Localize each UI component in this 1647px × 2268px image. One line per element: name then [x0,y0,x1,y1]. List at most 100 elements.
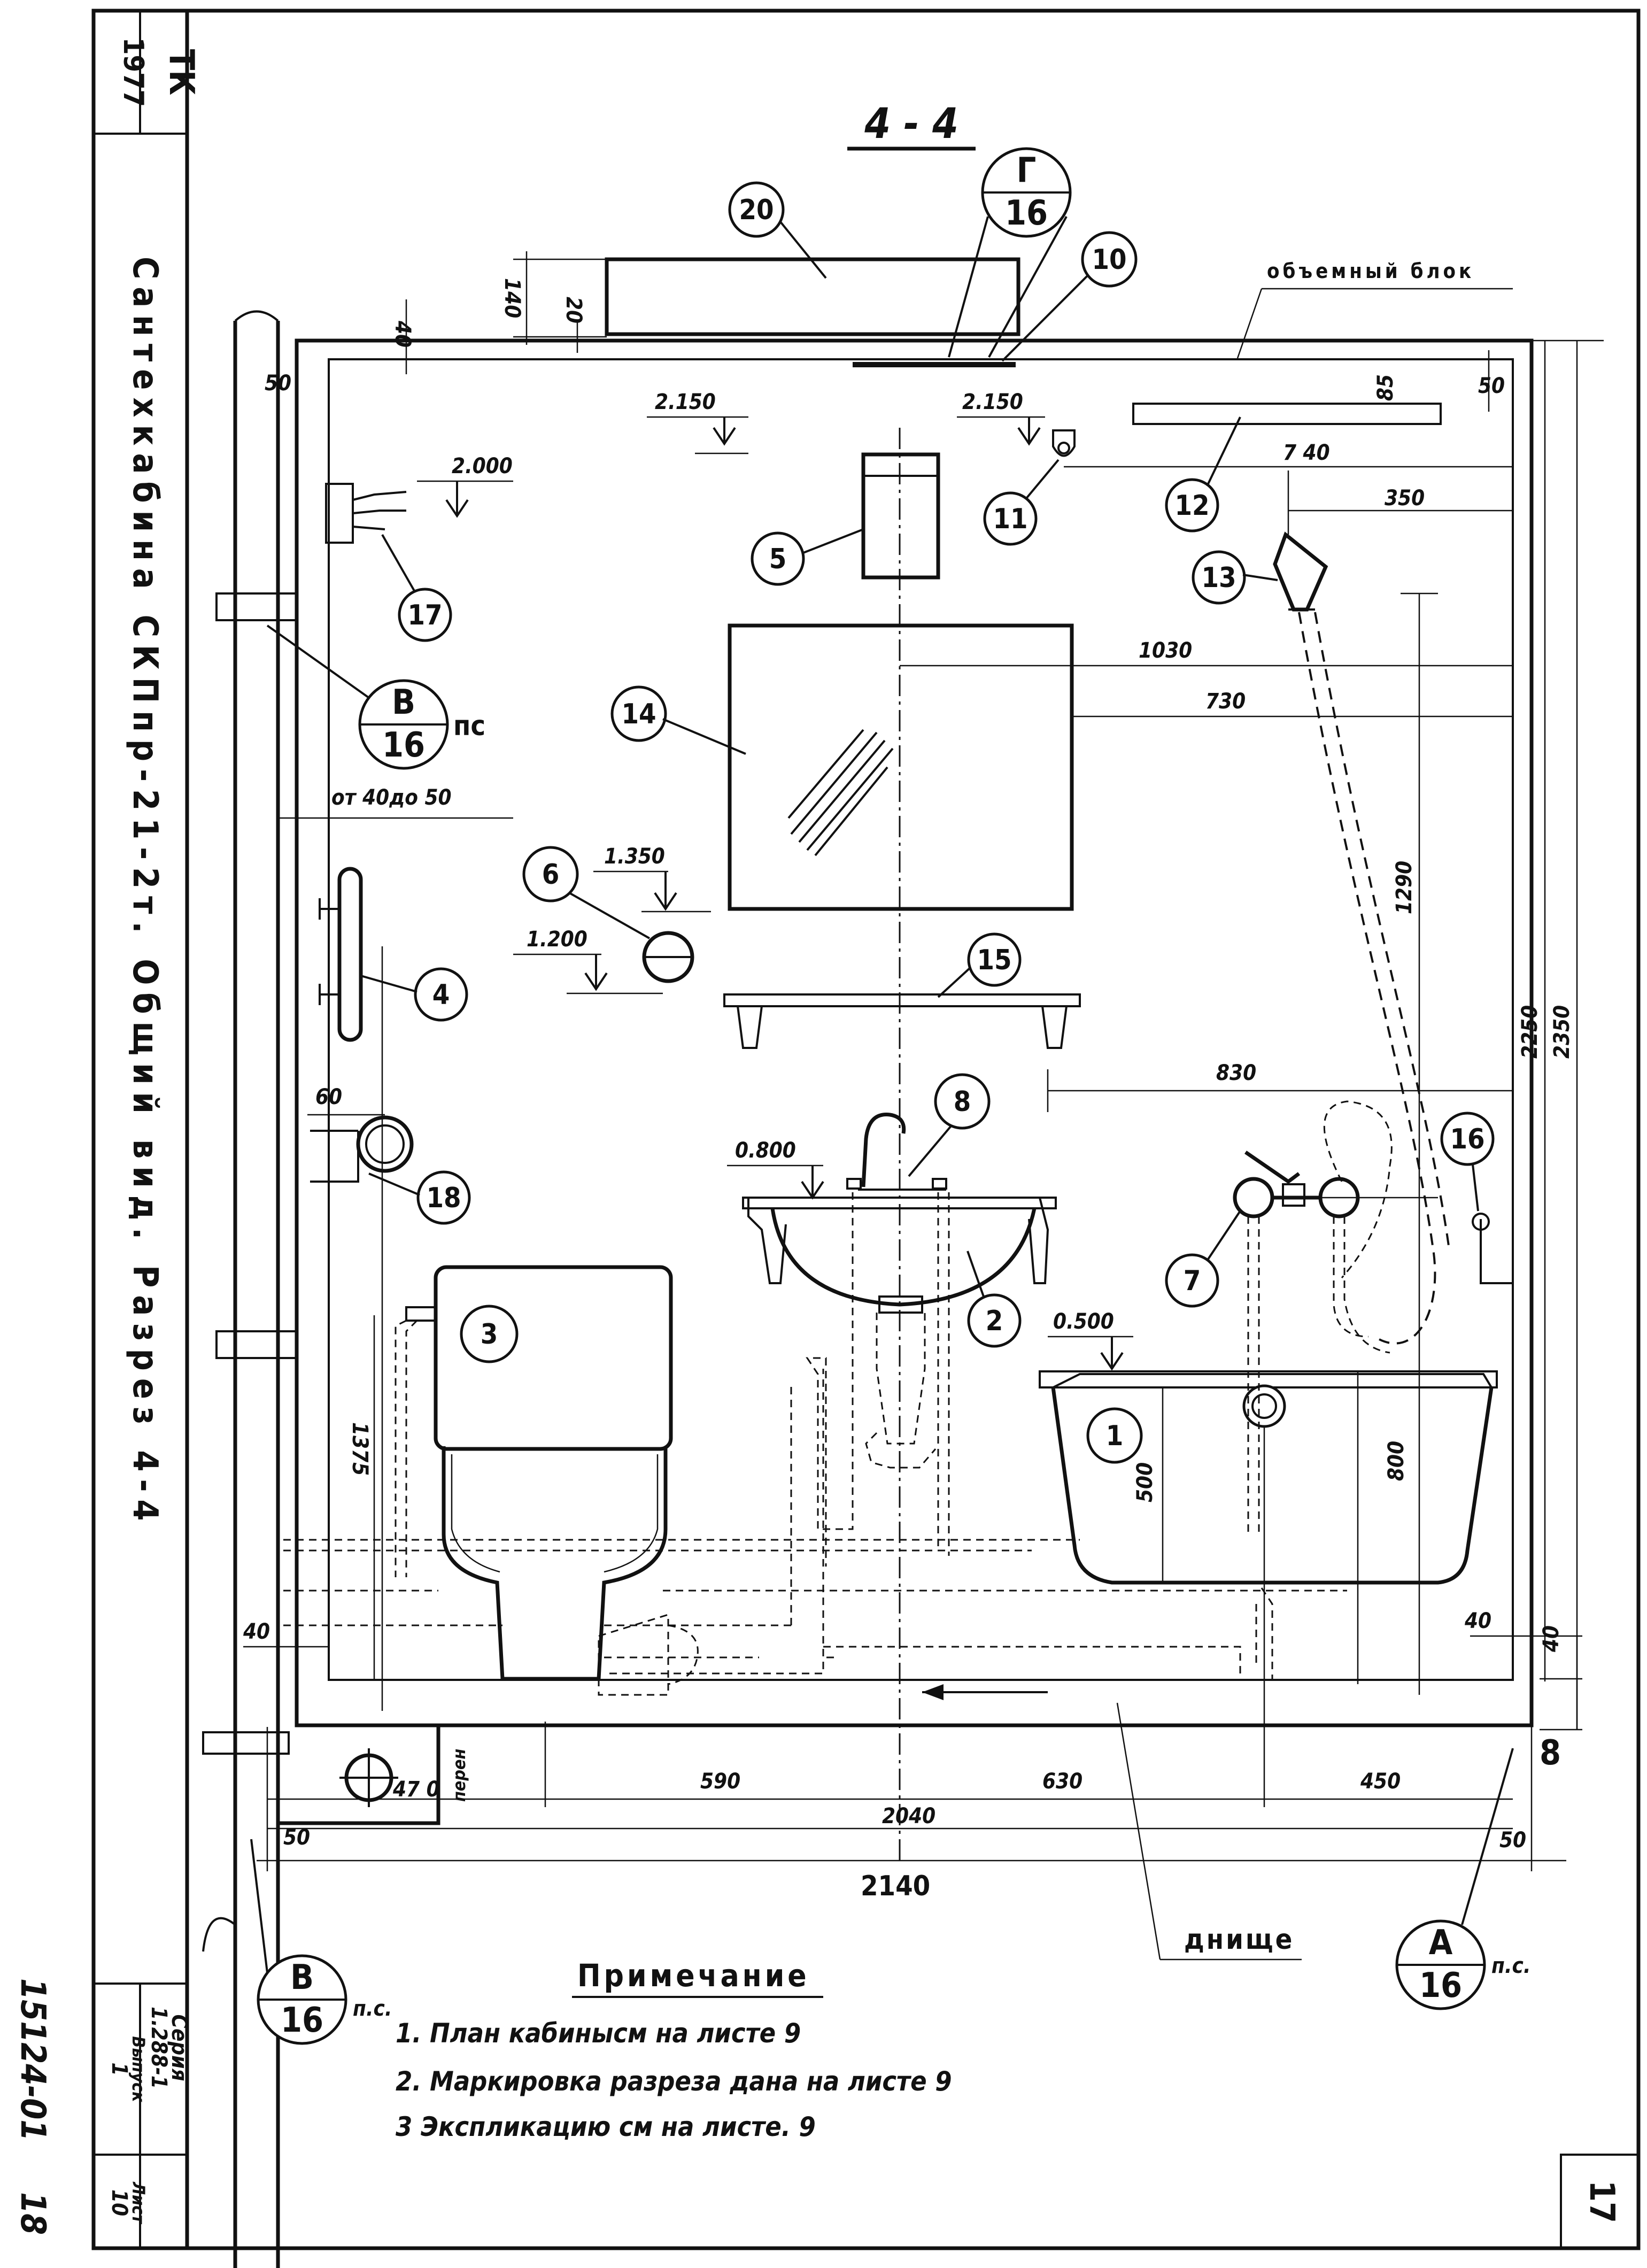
dim-2250: 2250 [1518,1005,1542,1059]
svg-text:1.200: 1.200 [527,927,587,952]
svg-text:0.800: 0.800 [735,1138,796,1163]
dim-20: 20 [561,297,586,323]
dim-50-topleft: 50 [265,371,291,396]
svg-text:16: 16 [1450,1123,1484,1155]
svg-text:7: 7 [1184,1265,1201,1297]
toilet-3: 3 [405,1265,673,1681]
level-0500: 0.500 [1048,1309,1133,1371]
svg-text:2.150: 2.150 [962,390,1023,414]
volume-block-label: объемный блок [1267,259,1474,283]
notes-heading: Примечание [577,1957,810,1994]
dim-350: 350 [1385,486,1425,511]
svg-text:Г: Г [1017,151,1037,190]
shower-head-13: 13 [1192,531,1328,612]
svg-text:13: 13 [1201,562,1236,594]
pos-12: 12 [1165,416,1241,533]
level-1200: 1.200 [513,927,663,994]
bottom-label: днище [1184,1924,1294,1956]
shelf-15: 15 [723,932,1081,1049]
outlet-17: 17 [325,483,452,642]
dim-500: 500 [1133,1462,1157,1502]
dim-470: 47 0 [392,1777,440,1802]
svg-text:2: 2 [986,1305,1003,1337]
mixer-7: 7 [1165,1151,1360,1308]
from-40-to-50: от 40до 50 [331,785,452,810]
svg-text:17: 17 [407,599,442,631]
svg-text:2.150: 2.150 [655,390,716,414]
sheet-number-box: 17 [1560,2154,1640,2249]
svg-text:1: 1 [1106,1420,1124,1452]
svg-text:6: 6 [542,859,560,891]
dim-40-top: 40 [390,320,415,348]
side-title: Сантехкабина СКПпр-21-2т. Общий вид. Раз… [125,257,165,1528]
svg-text:п.с.: п.с. [353,1996,392,2021]
note-1: 1. План кабинысм на листе 9 [396,2018,801,2049]
svg-text:18: 18 [426,1182,461,1214]
level-0800: 0.800 [727,1138,824,1200]
callout-v16-lower: В 16 п.с. [250,1839,392,2045]
dim-630: 630 [1042,1769,1082,1794]
shower-rail-12 [1132,403,1442,425]
dim-740: 7 40 [1283,441,1330,465]
dim-50-bl: 50 [283,1825,310,1850]
series-box: Серия 1.288-1 Выпуск 1 Лист 10 [92,1982,191,2249]
dim-2140: 2140 [861,1870,930,1902]
dispenser-5: 5 [751,452,940,586]
notes-block: Примечание 1. План кабинысм на листе 9 2… [396,1957,952,2142]
dim-2040: 2040 [882,1804,935,1829]
svg-text:1.350: 1.350 [604,844,665,869]
svg-text:3: 3 [481,1318,498,1351]
dim-800: 800 [1384,1441,1409,1481]
vypusk-label: Выпуск [128,2036,149,2103]
vypusk-value: 1 [107,2062,132,2076]
paper-holder-18: 18 [310,1115,471,1225]
svg-text:16: 16 [1005,194,1048,233]
side-number: 18 [13,2192,52,2235]
svg-text:0.500: 0.500 [1053,1309,1114,1334]
grab-bar-4: 4 [319,867,468,1042]
svg-text:4: 4 [432,979,450,1011]
svg-text:16: 16 [382,726,425,765]
ceiling-unit-20 [605,257,1020,336]
sheet-number: 17 [1582,2180,1621,2223]
stamp-top-text: ТК [161,49,201,95]
svg-text:14: 14 [621,698,656,730]
hook-16: 16 [1440,1112,1513,1284]
dim-450: 450 [1360,1769,1401,1794]
svg-text:10: 10 [1092,244,1126,276]
callout-g16: Г 16 [948,147,1072,358]
list-label: Лист [128,2181,149,2225]
list-value: 10 [107,2189,132,2216]
stamp-bottom-text: 1977 [117,37,149,107]
dim-140: 140 [500,278,524,318]
dim-8: 8 [1540,1733,1561,1773]
section-title: 4 - 4 [864,100,958,148]
lamp-11: 11 [983,429,1076,546]
svg-text:В: В [290,1958,314,1997]
dim-2350: 2350 [1550,1005,1574,1059]
dim-1375: 1375 [347,1422,372,1476]
sheet-outer-frame [91,9,1641,2250]
switch-6: 6 [522,846,694,983]
dim-40-right: 40 [1464,1609,1491,1633]
stamp-block: ТК 1977 [92,10,201,135]
dim-40-left: 40 [243,1619,270,1644]
svg-text:11: 11 [993,503,1027,535]
faucet-8: 8 [846,1073,991,1191]
svg-text:А: А [1429,1923,1453,1963]
callout-a16: А 16 п.с. [1395,1748,1531,2010]
svg-text:16: 16 [281,2001,323,2040]
svg-text:пс: пс [453,710,485,742]
dim-85: 85 [1373,374,1398,401]
level-2000: 2.000 [417,454,513,518]
pos-20: 20 [728,181,827,279]
svg-text:5: 5 [769,543,787,575]
callout-v16-upper: В 16 пс [266,624,485,770]
dim-830: 830 [1216,1061,1256,1085]
level-2150-right: 2.150 [957,390,1045,446]
svg-text:16: 16 [1419,1966,1462,2005]
level-1350: 1.350 [593,844,711,913]
series-value: 1.288-1 [146,2007,171,2089]
bathtub-1: 1 [1039,1370,1498,1585]
washbasin-2: 2 [742,1197,1057,1348]
